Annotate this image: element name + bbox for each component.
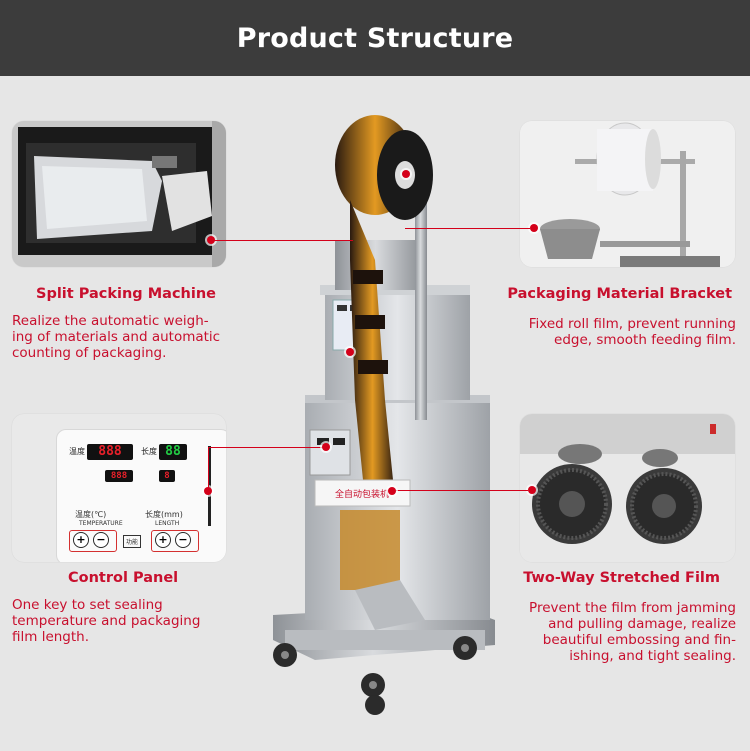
callout-line-film [395, 490, 528, 491]
temp-plus-button[interactable]: + [73, 532, 89, 548]
temp-en-label: TEMPERATURE [79, 520, 123, 527]
packing-machine-image: 全自动包装机 [273, 115, 495, 715]
length-minus-button[interactable]: − [175, 532, 191, 548]
material-bracket-image [520, 121, 735, 267]
header-bar: Product Structure [0, 0, 750, 76]
function-button[interactable]: 功能 [123, 535, 142, 548]
length-display-small: 8 [159, 470, 175, 482]
stretched-film-desc: Prevent the film from jamming and pullin… [529, 600, 736, 664]
callout-line-control-h [208, 447, 328, 448]
control-panel-board: 温度 888 长度 88 888 8 温度(℃) TEMPERATURE 长度(… [56, 429, 226, 562]
stretched-film-panel [520, 414, 735, 562]
temp-display-small: 888 [105, 470, 133, 482]
bracket-title: Packaging Material Bracket [507, 286, 732, 302]
machine-front-label: 全自动包装机 [335, 488, 389, 500]
control-panel-desc: One key to set sealing temperature and p… [12, 597, 201, 645]
split-packing-desc: Realize the automatic weigh- ing of mate… [12, 313, 221, 361]
temp-button-group [69, 530, 117, 552]
callout-dot-film [528, 486, 536, 494]
split-packing-machine-panel [12, 121, 226, 267]
callout-line-bracket [405, 228, 530, 229]
temp-minus-button[interactable]: − [93, 532, 109, 548]
temp-label: 温度 [69, 447, 85, 456]
stretched-film-title: Two-Way Stretched Film [523, 570, 720, 586]
bracket-desc: Fixed roll film, prevent running edge, s… [528, 316, 736, 348]
callout-dot-control [204, 487, 212, 495]
panel-slot [208, 446, 211, 526]
material-bracket-panel [520, 121, 735, 267]
callout-line-split [213, 240, 353, 241]
length-label: 长度 [141, 447, 157, 456]
callout-dot-bracket [530, 224, 538, 232]
control-panel-panel: 温度 888 长度 88 888 8 温度(℃) TEMPERATURE 长度(… [12, 414, 226, 562]
stretched-film-image [520, 414, 735, 562]
temp-cn-label: 温度(℃) [75, 510, 107, 519]
page-title: Product Structure [236, 22, 514, 54]
callout-dot-split [207, 236, 215, 244]
machine-dot-roll [402, 170, 410, 178]
length-cn-label: 长度(mm) [145, 510, 183, 519]
machine-dot-panel [346, 348, 354, 356]
control-panel-title: Control Panel [68, 570, 179, 586]
temp-display: 888 [87, 444, 133, 460]
callout-line-control-v [208, 447, 209, 489]
length-button-group [151, 530, 199, 552]
length-en-label: LENGTH [155, 520, 180, 527]
machine-dot-control [322, 443, 330, 451]
length-plus-button[interactable]: + [155, 532, 171, 548]
split-packing-title: Split Packing Machine [36, 286, 216, 302]
length-display: 88 [159, 444, 187, 460]
machine-dot-film [388, 487, 396, 495]
split-packing-machine-image [12, 121, 226, 267]
